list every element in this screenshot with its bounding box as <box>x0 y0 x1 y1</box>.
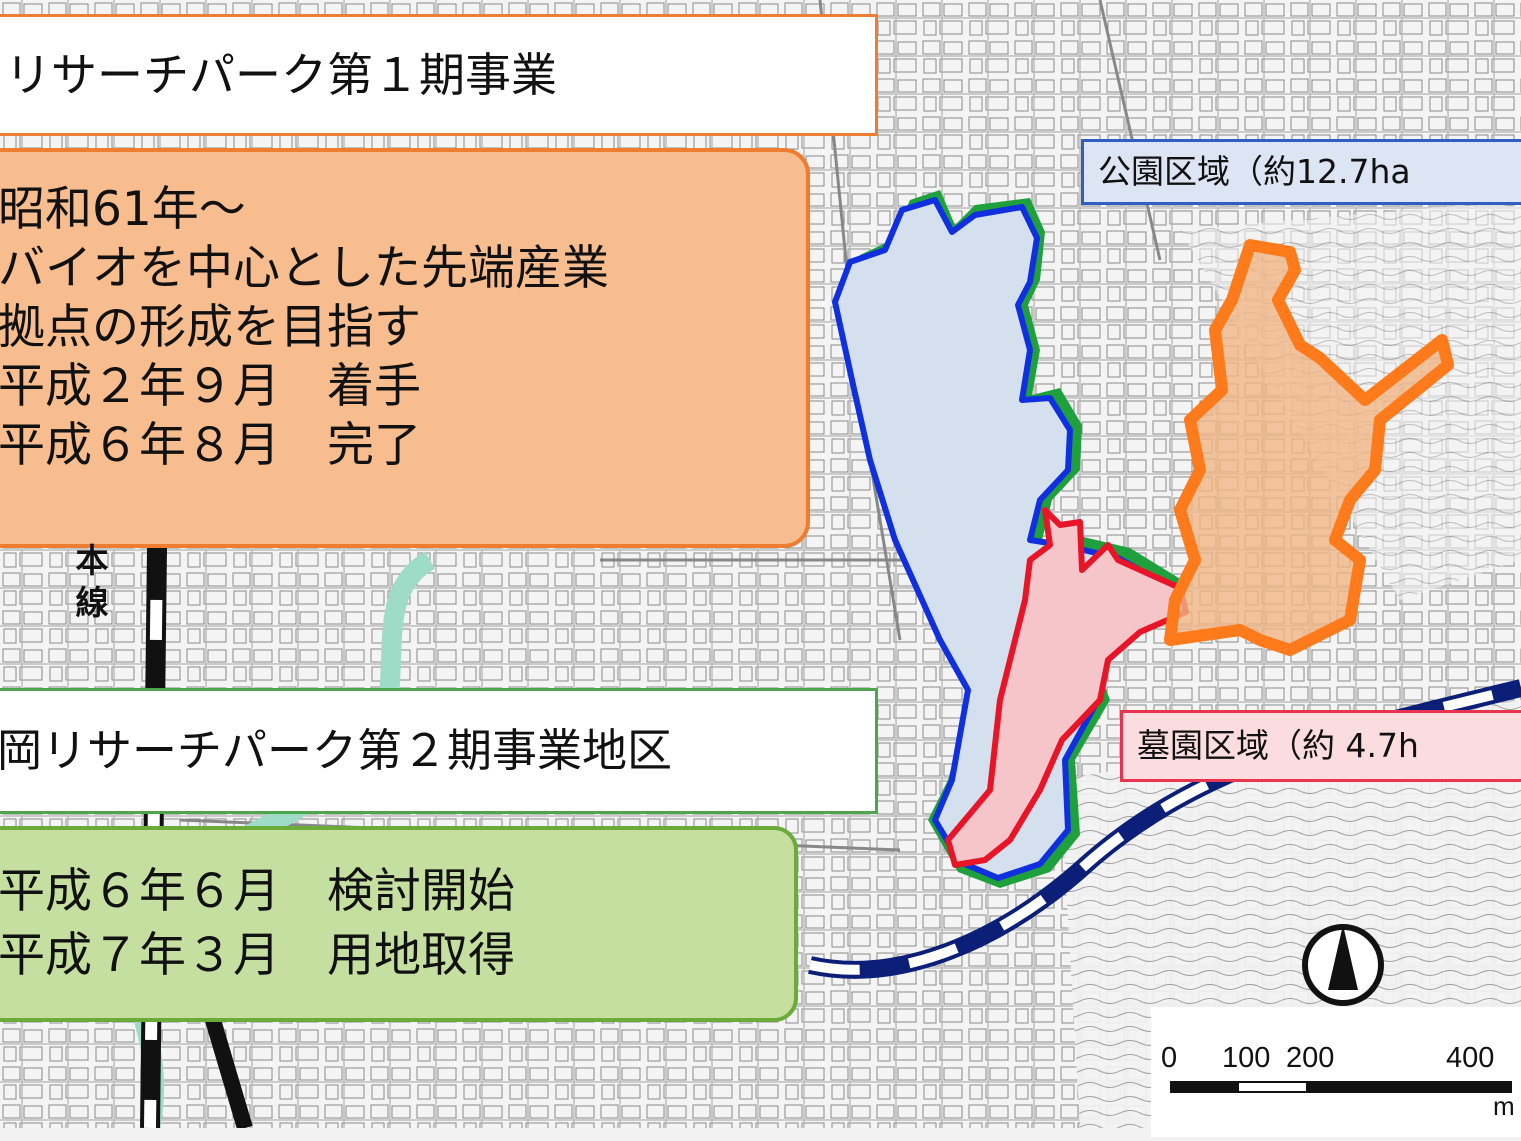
phase2-line: 平成７年３月 用地取得 <box>0 928 515 983</box>
phase1-area-polygon <box>1164 239 1454 656</box>
phase2-details: 平成６年６月 検討開始 平成７年３月 用地取得 <box>0 826 798 1022</box>
phase2-line: 平成６年６月 検討開始 <box>0 864 515 919</box>
phase1-line: 昭和61年～ <box>0 182 246 237</box>
scale-bar <box>1170 1081 1512 1093</box>
phase1-line: 平成２年９月 着手 <box>0 359 421 414</box>
north-arrow-icon <box>1302 924 1384 1006</box>
phase1-details: 昭和61年～ バイオを中心とした先端産業 拠点の形成を目指す 平成２年９月 着手… <box>0 148 810 548</box>
phase1-line: 平成６年８月 完了 <box>0 418 421 473</box>
scale-bar-panel <box>1151 1007 1521 1137</box>
cemetery-area-label: 墓園区域（約 4.7h <box>1120 710 1521 782</box>
scale-unit: m <box>1493 1091 1515 1121</box>
park-area-label: 公園区域（約12.7ha <box>1081 139 1521 205</box>
scale-tick-label: 0 <box>1161 1042 1178 1074</box>
phase2-title: 岡リサーチパーク第２期事業地区 <box>0 688 878 814</box>
cemetery-area-polygon <box>945 507 1189 868</box>
scale-tick-label: 100 <box>1222 1042 1271 1074</box>
phase1-line: 拠点の形成を目指す <box>0 300 421 355</box>
railway-label: 本 線 <box>75 541 109 622</box>
scale-tick-label: 200 <box>1286 1042 1335 1074</box>
phase1-title: リサーチパーク第１期事業 <box>0 14 878 136</box>
phase1-line: バイオを中心とした先端産業 <box>0 241 609 296</box>
scale-tick-label: 400 <box>1446 1042 1495 1074</box>
